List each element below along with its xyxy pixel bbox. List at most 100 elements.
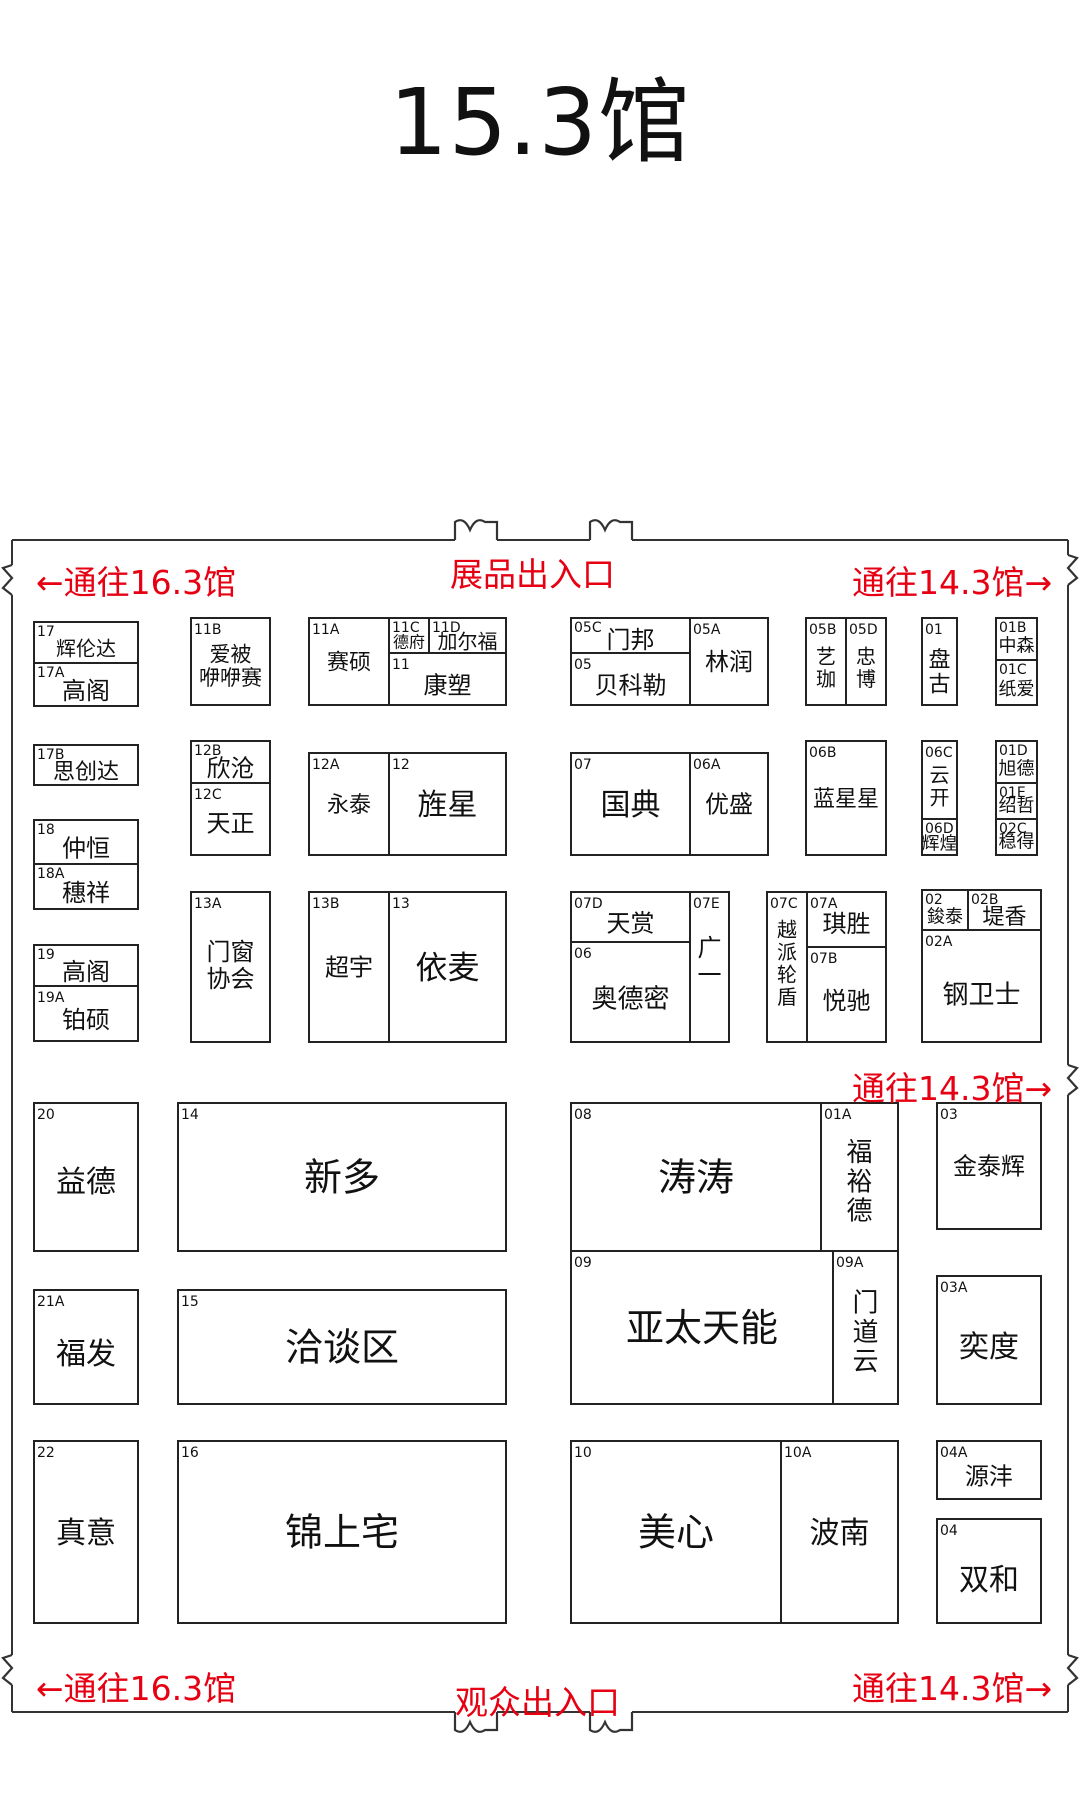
- booth-name: 益德: [56, 1165, 116, 1200]
- booth-name: 云开: [930, 763, 950, 809]
- booth-outline: [33, 985, 139, 1042]
- booth-outline: [177, 1440, 507, 1624]
- door-top-right: [588, 519, 634, 540]
- booth-10[interactable]: 10 美心: [570, 1440, 782, 1624]
- booth-outline: [805, 740, 887, 856]
- booth-name: 德府: [393, 632, 425, 651]
- booth-name: 广一: [698, 934, 722, 989]
- booth-outline: [995, 659, 1038, 706]
- booth-code: 03: [940, 1107, 958, 1123]
- booth-code: 14: [181, 1107, 199, 1123]
- booth-name: 铂硕: [62, 1006, 110, 1034]
- booth-outline: [936, 1275, 1042, 1405]
- booth-name: 爱被咿咿赛: [199, 642, 262, 690]
- booth-code: 11D: [432, 620, 461, 636]
- booth-code: 07C: [770, 896, 798, 912]
- door-markers: [1, 519, 1079, 1733]
- booth-code: 13A: [194, 896, 222, 912]
- booth-name: 琪胜: [823, 910, 871, 938]
- booth-18[interactable]: 18 仲恒: [33, 819, 139, 865]
- booth-name: 盘古: [928, 648, 950, 698]
- booth-name: 辉伦达: [56, 637, 116, 661]
- booth-code: 17: [37, 624, 55, 640]
- booth-code: 02: [925, 892, 943, 908]
- booth-code: 18: [37, 822, 55, 838]
- booth-name: 旭德: [999, 758, 1035, 779]
- booth-name: 优盛: [705, 791, 753, 819]
- booth-code: 07B: [810, 951, 837, 967]
- booth-outline: [936, 1518, 1042, 1624]
- booth-07b[interactable]: 07B 悦驰: [806, 946, 887, 1043]
- booth-code: 09A: [836, 1255, 864, 1271]
- booth-name: 堤香: [982, 905, 1026, 930]
- booth-code: 11: [392, 657, 410, 673]
- booth-name: 中森: [999, 635, 1035, 656]
- booth-outline: [190, 782, 271, 856]
- booth-code: 11C: [392, 620, 420, 636]
- booth-code: 10: [574, 1445, 592, 1461]
- booth-name: 美心: [638, 1511, 714, 1555]
- booth-name: 仲恒: [62, 835, 110, 863]
- booth-name: 贝科勒: [595, 672, 667, 700]
- booth-name: 悦驰: [823, 987, 871, 1015]
